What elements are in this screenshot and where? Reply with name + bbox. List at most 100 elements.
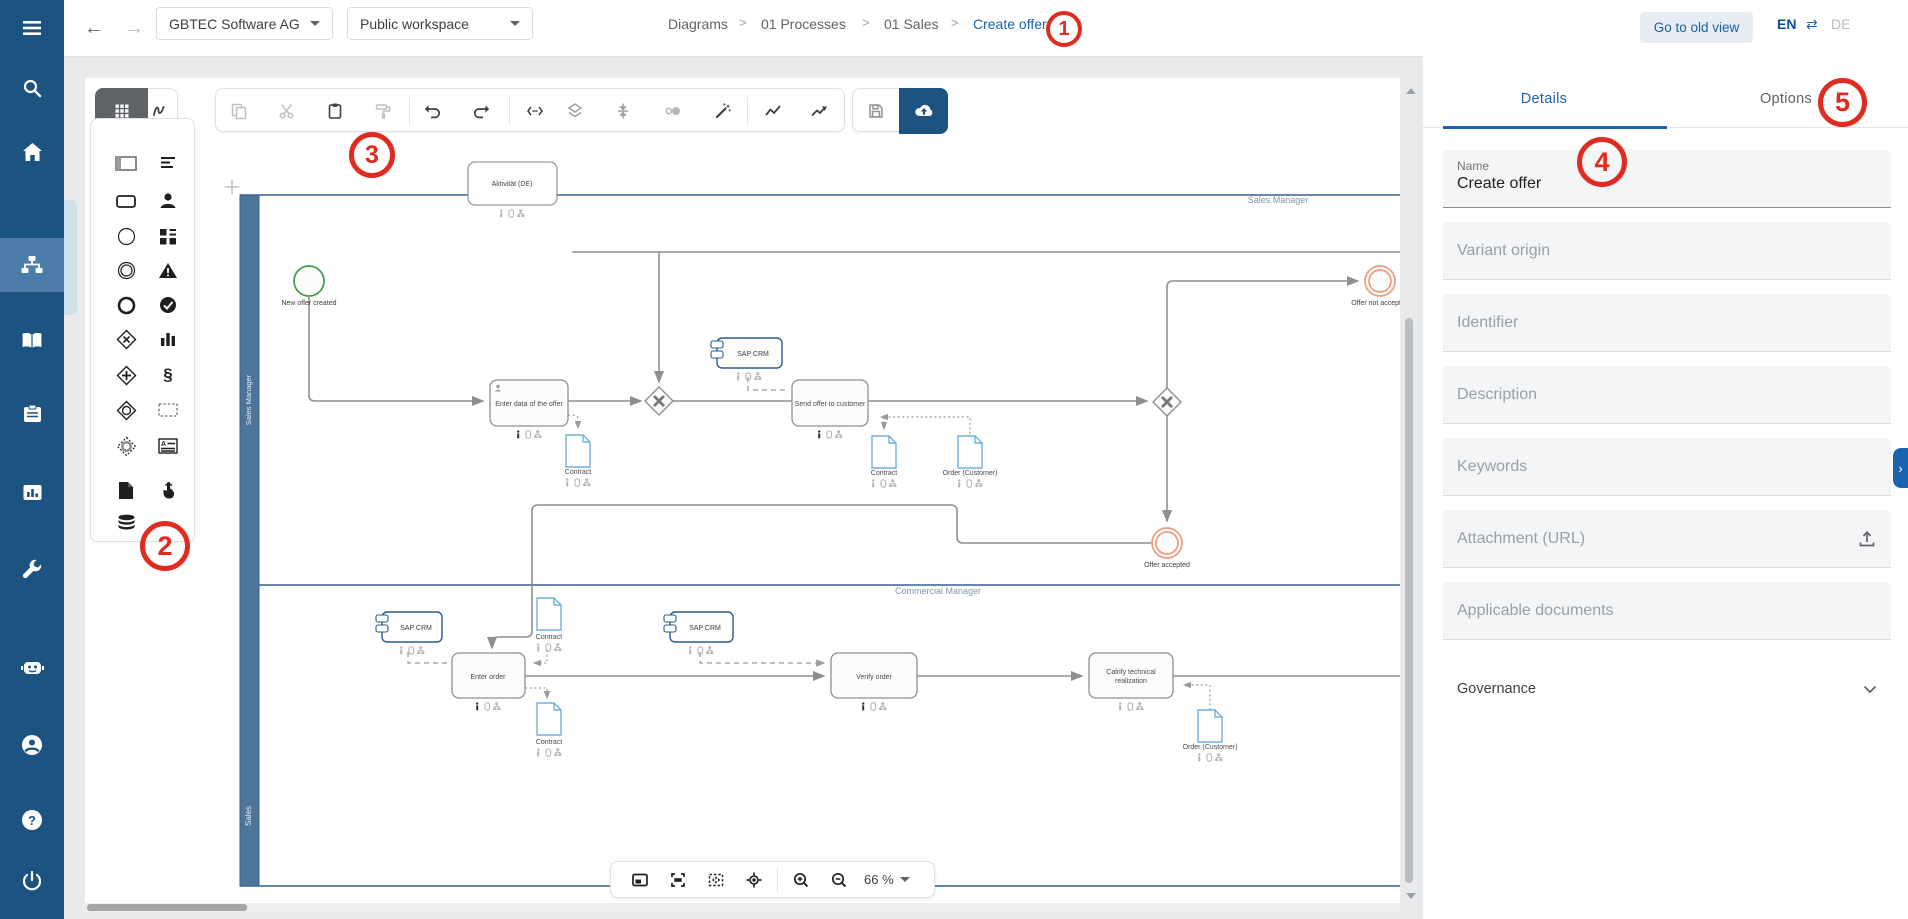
node-doc-contract-2[interactable]: Contract bbox=[871, 435, 898, 488]
cut-button[interactable] bbox=[269, 93, 305, 129]
palette-org-unit[interactable] bbox=[153, 222, 183, 250]
palette-event-gateway[interactable] bbox=[111, 432, 141, 460]
palette-or-gateway[interactable] bbox=[111, 396, 141, 424]
breadcrumb-item[interactable]: 01 Processes bbox=[761, 16, 846, 32]
paste-button[interactable] bbox=[317, 93, 353, 129]
node-event-accepted[interactable]: Offer accepted bbox=[1144, 527, 1190, 569]
connector-arrow-button[interactable] bbox=[801, 93, 837, 129]
sidebar-item-diagrams[interactable] bbox=[0, 241, 64, 289]
sidebar-item-logout[interactable] bbox=[0, 857, 64, 905]
node-event-not-accepted[interactable]: Offer not accepted bbox=[1351, 265, 1400, 307]
palette-data-store[interactable] bbox=[111, 509, 141, 537]
auto-layout-button[interactable] bbox=[705, 93, 741, 129]
save-button[interactable] bbox=[858, 93, 894, 129]
palette-document[interactable] bbox=[111, 476, 141, 504]
node-task-send-offer[interactable]: Send offer to customer bbox=[791, 379, 869, 439]
publish-button[interactable] bbox=[899, 88, 948, 134]
tab-details[interactable]: Details bbox=[1520, 91, 1568, 107]
left-drawer-flap[interactable] bbox=[64, 200, 77, 315]
node-doc-order-2[interactable]: Order (Customer) bbox=[1183, 709, 1238, 762]
sidebar-item-home[interactable] bbox=[0, 128, 64, 176]
node-sap-crm-2[interactable]: SAP CRM bbox=[375, 611, 443, 655]
go-to-old-view-button[interactable]: Go to old view bbox=[1640, 12, 1753, 43]
zoom-out-button[interactable] bbox=[820, 865, 858, 895]
palette-kpi-chart[interactable] bbox=[153, 325, 183, 353]
palette-end-event[interactable] bbox=[111, 291, 141, 319]
repository-select[interactable]: Public workspace bbox=[347, 7, 533, 40]
scroll-down-arrow[interactable] bbox=[1406, 893, 1416, 899]
palette-risk[interactable] bbox=[153, 256, 183, 284]
palette-start-event[interactable] bbox=[111, 222, 141, 250]
sidebar-item-administration[interactable] bbox=[0, 546, 64, 594]
undo-button[interactable] bbox=[415, 93, 451, 129]
palette-intermediate-event[interactable] bbox=[111, 256, 141, 284]
node-xor-gateway-2[interactable] bbox=[1152, 387, 1182, 417]
palette-task[interactable] bbox=[111, 187, 141, 215]
zoom-in-button[interactable] bbox=[782, 865, 820, 895]
sidebar-item-documentation[interactable] bbox=[0, 317, 64, 365]
sidebar-item-tasks[interactable] bbox=[0, 390, 64, 438]
breadcrumb-item[interactable]: Diagrams bbox=[668, 16, 728, 32]
palette-text-lines[interactable] bbox=[153, 149, 183, 177]
node-start-event[interactable]: New offer created bbox=[281, 265, 337, 307]
zoom-level-select[interactable]: 66 % bbox=[864, 872, 910, 887]
palette-xor-gateway[interactable] bbox=[111, 325, 141, 353]
system-links[interactable] bbox=[407, 377, 826, 667]
node-task-verify-order[interactable]: Verify order bbox=[830, 652, 918, 711]
governance-section-toggle[interactable]: Governance bbox=[1443, 660, 1891, 718]
forward-button[interactable]: → bbox=[120, 14, 148, 42]
layers-button[interactable] bbox=[557, 93, 593, 129]
palette-annotation[interactable]: A bbox=[153, 432, 183, 460]
fit-selection-button[interactable] bbox=[697, 865, 735, 895]
canvas-vertical-scrollbar[interactable] bbox=[1405, 318, 1413, 883]
data-associations[interactable] bbox=[525, 413, 1211, 710]
sidebar-item-profile[interactable] bbox=[0, 721, 64, 769]
breadcrumb-current[interactable]: Create offer bbox=[973, 16, 1047, 32]
connector-line-button[interactable] bbox=[755, 93, 791, 129]
node-sap-crm-1[interactable]: SAP CRM bbox=[710, 337, 783, 381]
palette-pool[interactable] bbox=[111, 149, 141, 177]
fit-screen-button[interactable] bbox=[659, 865, 697, 895]
sidebar-item-reports[interactable] bbox=[0, 468, 64, 516]
variant-origin-field[interactable]: Variant origin bbox=[1443, 222, 1891, 280]
description-field[interactable]: Description bbox=[1443, 366, 1891, 424]
applicable-documents-field[interactable]: Applicable documents bbox=[1443, 582, 1891, 640]
node-xor-gateway-1[interactable] bbox=[644, 386, 674, 416]
format-painter-button[interactable] bbox=[365, 93, 401, 129]
diagram-canvas[interactable]: Sales Manager Sales Sales Manager Commer… bbox=[85, 78, 1400, 905]
node-doc-contract-1[interactable]: Contract bbox=[565, 434, 592, 487]
tab-options[interactable]: Options bbox=[1759, 91, 1813, 107]
node-doc-contract-3[interactable]: Contract bbox=[536, 597, 563, 652]
redo-button[interactable] bbox=[463, 93, 499, 129]
workspace-select[interactable]: GBTEC Software AG bbox=[156, 7, 333, 40]
lang-en[interactable]: EN bbox=[1777, 16, 1797, 32]
palette-group-frame[interactable] bbox=[153, 396, 183, 424]
freehand-button[interactable] bbox=[142, 93, 178, 129]
node-task-enter-data[interactable]: Enter data of the offer bbox=[489, 379, 569, 439]
sidebar-item-assistant[interactable] bbox=[0, 643, 64, 691]
palette-manual-action[interactable] bbox=[153, 476, 183, 504]
back-button[interactable]: ← bbox=[80, 14, 108, 42]
copy-button[interactable] bbox=[221, 93, 257, 129]
sequence-flows[interactable] bbox=[308, 251, 1400, 682]
scroll-up-arrow[interactable] bbox=[1406, 88, 1416, 94]
resize-shapes-button[interactable] bbox=[655, 93, 691, 129]
node-sap-crm-3[interactable]: SAP CRM bbox=[663, 611, 734, 655]
node-aktivitaet[interactable]: Aktivität (DE) bbox=[467, 161, 558, 218]
palette-person[interactable] bbox=[153, 187, 183, 215]
upload-icon[interactable] bbox=[1857, 529, 1877, 549]
node-task-clarify[interactable]: Calrify technical realization bbox=[1088, 652, 1174, 711]
distribute-vertical-button[interactable] bbox=[605, 93, 641, 129]
center-view-button[interactable] bbox=[735, 865, 773, 895]
breadcrumb-item[interactable]: 01 Sales bbox=[884, 16, 939, 32]
palette-paragraph[interactable]: § bbox=[153, 361, 183, 389]
node-doc-contract-4[interactable]: Contract bbox=[536, 702, 563, 757]
node-doc-order-1[interactable]: Order (Customer) bbox=[943, 435, 998, 488]
expand-selection-button[interactable] bbox=[517, 93, 553, 129]
identifier-field[interactable]: Identifier bbox=[1443, 294, 1891, 352]
sidebar-item-help[interactable]: ? bbox=[0, 796, 64, 844]
swap-language-icon[interactable]: ⇄ bbox=[1806, 16, 1818, 32]
menu-button[interactable] bbox=[0, 4, 64, 52]
panel-collapse-flap[interactable]: › bbox=[1893, 448, 1908, 488]
lang-de[interactable]: DE bbox=[1831, 16, 1851, 32]
